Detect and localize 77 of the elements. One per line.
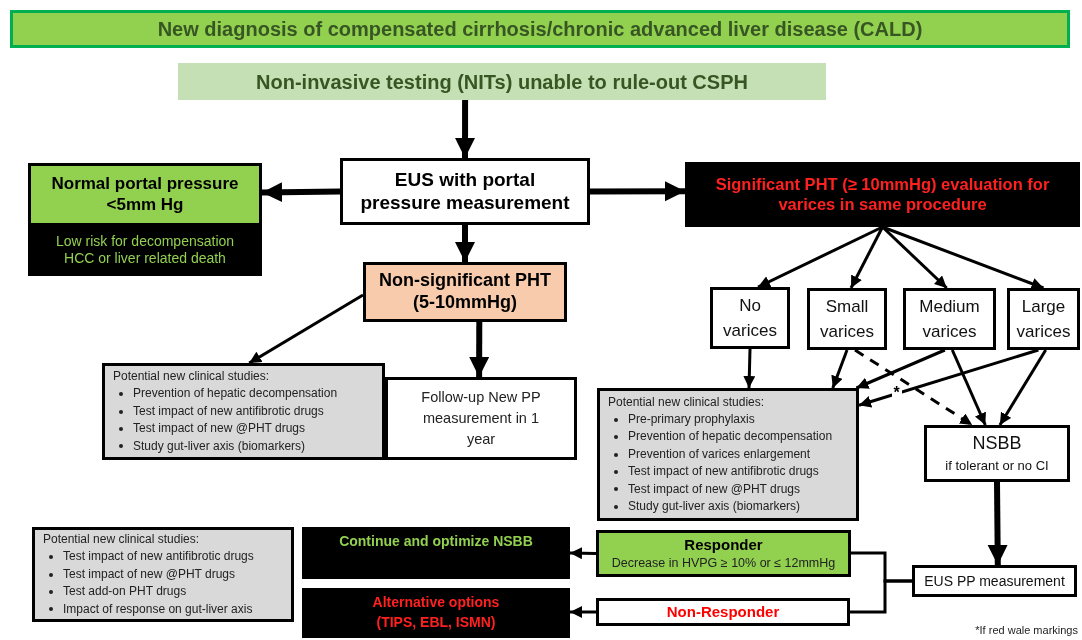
list-heading: Potential new clinical studies:: [113, 368, 270, 386]
list-item: Study gut-liver axis (biomarkers): [133, 437, 306, 455]
list-item: Test add-on PHT drugs: [63, 583, 187, 601]
arrow: [261, 182, 341, 203]
outcome-box: [685, 162, 1080, 227]
list-item: Prevention of varices enlargement: [628, 445, 811, 463]
treatment-box: [924, 425, 1070, 482]
category-box: [710, 287, 790, 349]
box-text: Continue and optimize NSBB: [339, 533, 533, 550]
list-item: Test impact of new @PHT drugs: [133, 420, 306, 438]
outcome-box: [596, 598, 850, 626]
process-box: [385, 377, 577, 460]
box-text: Follow-up New PP measurement in 1 year: [420, 387, 542, 449]
arrow: [998, 349, 1047, 426]
arrow: [455, 100, 476, 158]
connector-line: [850, 579, 912, 614]
list-item: Pre-primary prophylaxis: [628, 411, 755, 429]
box-heading: Responder: [684, 536, 763, 554]
arrow: [831, 349, 849, 389]
arrow: [570, 606, 596, 618]
outcome-box: [28, 163, 262, 276]
list-item: Test impact of new antifibrotic drugs: [133, 402, 324, 420]
outcome-box: [363, 262, 567, 322]
outcome-box: [596, 530, 851, 577]
box-text: EUS PP measurement: [924, 572, 1065, 590]
arrow: [455, 225, 475, 262]
arrow: [855, 348, 946, 390]
list-item: Test impact of new antifibrotic drugs: [628, 463, 819, 481]
list-item: Impact of response on gut-liver axis: [63, 600, 253, 618]
category-box: [903, 288, 996, 350]
arrow: [569, 547, 597, 560]
box-note: if tolerant or no CI: [945, 457, 1049, 474]
box-text: Non-significant PHT (5-10mmHg): [378, 270, 552, 314]
studies-box: [32, 527, 294, 622]
category-box: [1007, 288, 1080, 350]
box-text: Small varices: [819, 295, 875, 343]
list-heading: Potential new clinical studies:: [608, 393, 765, 411]
list-item: Prevention of hepatic decompensation: [133, 385, 338, 403]
action-box: [302, 588, 570, 638]
box-note: Decrease in HVPG ≥ 10% or ≤ 12mmHg: [611, 555, 836, 571]
box-text: No varices: [722, 294, 778, 342]
dashed-arrow: [854, 348, 973, 427]
arrow: [590, 181, 685, 202]
arrow: [858, 348, 1039, 408]
category-box: [807, 288, 887, 350]
title-text: New diagnosis of compensated cirrhosis/chronic advanced liver disease (CALD): [157, 17, 923, 41]
studies-box: [102, 363, 385, 460]
box-text: Alternative options (TIPS, EBL, ISMN): [371, 593, 501, 632]
arrow: [743, 348, 756, 389]
action-box: [302, 527, 570, 579]
list-item: Test impact of new antifibrotic drugs: [63, 548, 254, 566]
process-box: [912, 565, 1077, 597]
title-box: [10, 10, 1070, 48]
studies-box: [597, 388, 859, 521]
arrow: [757, 225, 884, 289]
box-text: Large varices: [1015, 295, 1072, 343]
list-item: Test impact of new @PHT drugs: [63, 565, 236, 583]
box-note: Low risk for decompensation HCC or liver related death: [54, 232, 236, 267]
list-item: Study gut-liver axis (biomarkers): [628, 498, 801, 515]
arrow: [248, 293, 364, 365]
box-text: Non-Responder: [666, 603, 780, 621]
arrow: [987, 481, 1008, 566]
list-item: Prevention of hepatic decompensation: [628, 428, 833, 446]
process-box: [340, 158, 590, 225]
footnote: *If red wale markings: [975, 624, 1078, 636]
box-heading: NSBB: [972, 433, 1022, 455]
box-heading: Normal portal pressure <5mm Hg: [50, 174, 240, 215]
subtitle-band: [178, 63, 826, 100]
box-text: Medium varices: [918, 295, 981, 343]
box-text: EUS with portal pressure measurement: [359, 168, 571, 215]
box-text: Significant PHT (≥ 10mmHg) evaluation for varices in same procedure: [714, 174, 1051, 215]
list-item: Test impact of new @PHT drugs: [628, 480, 801, 498]
subtitle-text: Non-invasive testing (NITs) unable to rule-out CSPH: [256, 69, 748, 94]
arrow: [849, 226, 884, 289]
arrow: [950, 349, 987, 426]
list-heading: Potential new clinical studies:: [43, 531, 200, 549]
arrow: [469, 322, 490, 377]
